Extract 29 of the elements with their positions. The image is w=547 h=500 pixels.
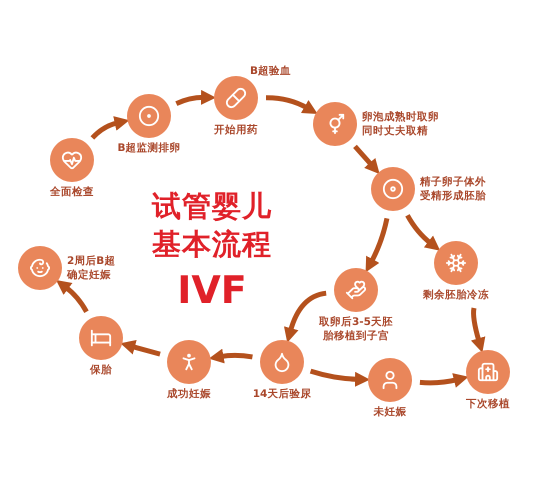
curved-arrow bbox=[420, 373, 469, 388]
step-label: 精子卵子体外受精形成胚胎 bbox=[420, 174, 487, 204]
curved-arrow bbox=[120, 340, 161, 357]
step-label: 开始用药 bbox=[213, 123, 259, 138]
curved-arrow bbox=[175, 90, 216, 106]
label: IVF bbox=[176, 268, 248, 312]
step-label: 取卵后3-5天胚胎移植到子宫 bbox=[318, 315, 394, 344]
edge-label: B超验血 bbox=[250, 64, 292, 78]
step-label: 未妊娠 bbox=[372, 405, 408, 420]
curved-arrow bbox=[266, 95, 318, 114]
curved-arrow bbox=[366, 218, 390, 272]
curved-arrow bbox=[284, 290, 327, 343]
step-label: 卵泡成熟时取卵同时丈夫取精 bbox=[362, 110, 440, 138]
step-label: 2周后B超确定妊娠 bbox=[67, 254, 116, 282]
step-label: 剩余胚胎冷冻 bbox=[422, 288, 490, 302]
curved-arrow bbox=[56, 280, 89, 313]
curved-arrow bbox=[208, 348, 253, 364]
step-label: 全面检查 bbox=[49, 185, 95, 200]
step-label: 保胎 bbox=[88, 363, 113, 378]
step-label: 下次移植 bbox=[465, 397, 511, 412]
curved-arrow bbox=[470, 308, 486, 353]
title: 试管婴儿基本流程 bbox=[150, 188, 273, 263]
curved-arrow bbox=[353, 144, 380, 174]
step-label: 成功妊娠 bbox=[166, 387, 212, 402]
step-label: 14天后验尿 bbox=[252, 387, 312, 402]
step-label: B超监测排卵 bbox=[116, 141, 182, 156]
curved-arrow bbox=[310, 368, 370, 387]
curved-arrow bbox=[90, 116, 130, 140]
curved-arrow bbox=[405, 214, 440, 251]
